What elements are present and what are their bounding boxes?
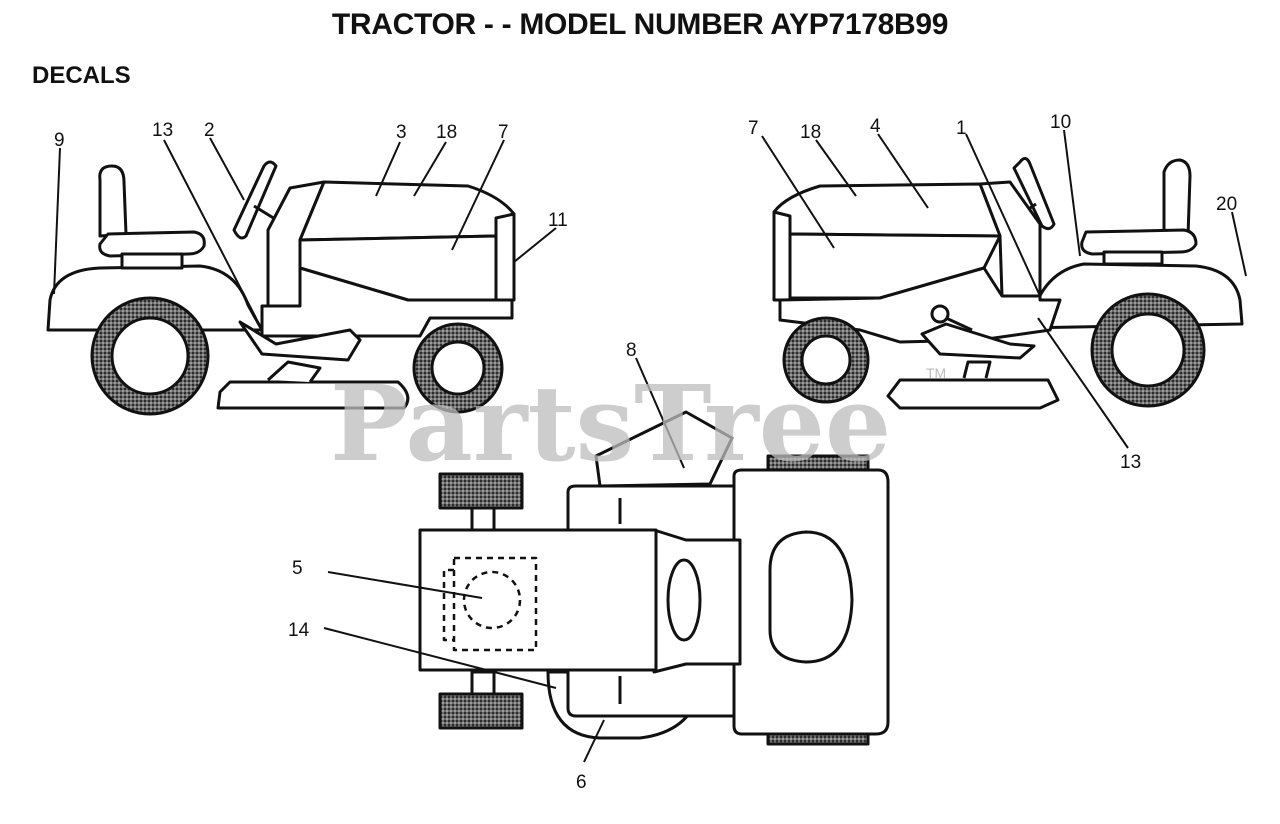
callout-left-3: 3 [396,122,407,143]
callout-left-11: 11 [548,210,568,231]
hood [772,182,1002,238]
seat-support [120,252,184,270]
callout-top-14: 14 [288,620,310,641]
seat-back [98,164,128,238]
callout-left-7: 7 [498,122,509,143]
rear-tire-top [438,472,524,510]
lower-frame [778,266,1062,344]
callout-top-6: 6 [576,772,587,793]
axle-stub-bottom [470,670,496,696]
callout-top-8: 8 [626,340,637,361]
axle-stub-top [470,506,496,532]
lever-arm [945,316,973,332]
callout-left-18: 18 [436,122,457,143]
rear-rim [110,316,190,396]
deck-bracket [266,360,322,383]
grille [494,212,516,302]
section-label: DECALS [32,62,131,89]
callout-right-18: 18 [800,122,821,143]
footrest [920,322,1036,360]
deck-bracket [962,360,992,379]
tractor-left-side-view [46,160,516,416]
seat-back-dashed [442,568,454,642]
discharge-chute [594,410,734,488]
watermark: PartsTree [330,362,891,485]
callout-left-13: 13 [152,120,173,141]
grille [772,210,792,302]
leader-lines [53,129,1247,763]
callout-right-10: 10 [1050,112,1071,133]
callout-right-1: 1 [956,118,967,139]
callout-left-9: 9 [54,130,65,151]
tractor-right-side-view [772,157,1244,410]
rear-tire-bottom [438,692,524,730]
callout-top-5: 5 [292,558,303,579]
callout-right-20: 20 [1216,194,1237,215]
callout-right-13: 13 [1120,452,1141,473]
seat-back [1162,158,1192,238]
steering-wheel-top [666,558,702,642]
front-rim [800,334,852,386]
callout-left-2: 2 [204,120,215,141]
hood-oval [768,530,854,664]
seat-support [1102,250,1164,266]
seat-cushion [1080,228,1198,256]
callouts: 9 13 2 3 18 7 11 7 18 4 1 10 20 13 8 5 1… [54,112,1237,793]
seat-dashed [452,556,538,652]
seat-center-dashed [462,570,522,630]
rear-rim [1110,312,1186,388]
lever-knob [930,304,950,324]
steering-wheel [232,160,278,240]
tractor-top-view [418,410,890,746]
fender-top [418,528,658,672]
seat-cushion [98,230,206,258]
footrest [238,320,362,362]
watermark-tm: TM [926,365,946,381]
callout-right-4: 4 [870,116,881,137]
steering-wheel [1012,157,1056,231]
front-rim [430,340,486,396]
mower-deck [216,380,410,410]
mower-deck [886,378,1060,410]
diagram-title: TRACTOR - - MODEL NUMBER AYP7178B99 [331,8,949,41]
callout-right-7: 7 [748,118,759,139]
hood [298,180,516,242]
